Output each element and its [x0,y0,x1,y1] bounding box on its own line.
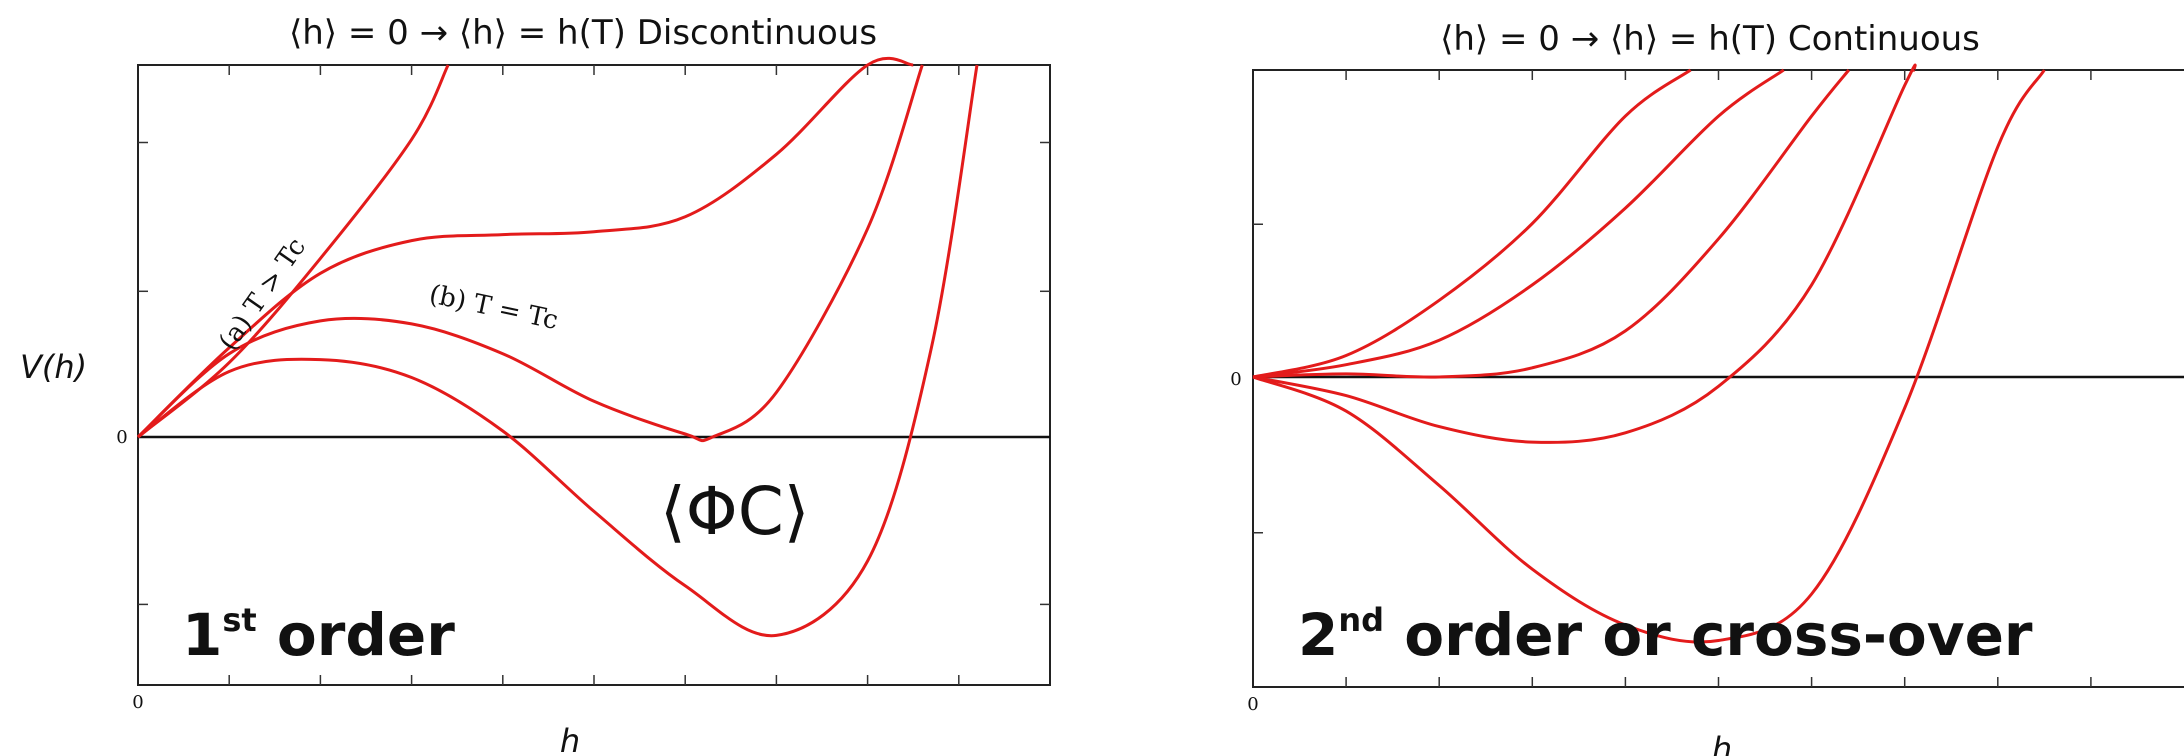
right-y-tick-zero: 0 [1230,369,1241,390]
first-order-number: 1 [182,601,222,669]
right-chart: ⟨h⟩ = 0 → ⟨h⟩ = h(T) Continuous 0 0 h 2n… [1230,19,2184,756]
first-order-label: 1st order [182,601,455,669]
left-y-axis-label: V(h) [20,348,87,386]
right-potential-curve-4 [1252,63,1917,444]
first-order-word: order [257,601,455,669]
second-order-label: 2nd order or cross-over [1298,601,2033,669]
critical-vev-label: ⟨ΦC⟩ [660,473,810,550]
second-order-number: 2 [1298,601,1338,669]
right-x-axis-label: h [1712,730,1732,756]
right-potential-curve-5 [1252,69,2046,644]
right-plot-frame [1252,69,2184,688]
right-potential-curve-2 [1252,68,1785,379]
left-plot-frame [137,64,1051,686]
left-potential-curve-2 [136,56,914,439]
right-potential-curve-1 [1252,68,1692,379]
second-order-suffix: nd [1338,601,1384,639]
left-x-axis-label: h [560,722,580,756]
left-x-tick-zero: 0 [132,692,143,713]
second-order-words: order or cross-over [1384,601,2033,669]
right-potential-curve-3 [1252,69,1850,379]
left-potential-curve-4 [137,64,979,638]
first-order-suffix: st [222,601,256,639]
left-y-tick-zero: 0 [116,427,127,448]
left-chart-title: ⟨h⟩ = 0 → ⟨h⟩ = h(T) Discontinuous [289,13,877,53]
right-ticks [1253,70,2092,687]
left-curves [136,56,979,638]
curve-b-label: (b) T = Tc [427,280,561,337]
right-x-tick-zero: 0 [1247,694,1258,715]
right-curves [1252,63,2046,644]
left-potential-curve-3 [136,64,924,443]
right-chart-title: ⟨h⟩ = 0 → ⟨h⟩ = h(T) Continuous [1440,19,1980,59]
left-ticks [138,65,1050,685]
left-chart: ⟨h⟩ = 0 → ⟨h⟩ = h(T) Discontinuous 0 0 V… [20,13,1051,756]
